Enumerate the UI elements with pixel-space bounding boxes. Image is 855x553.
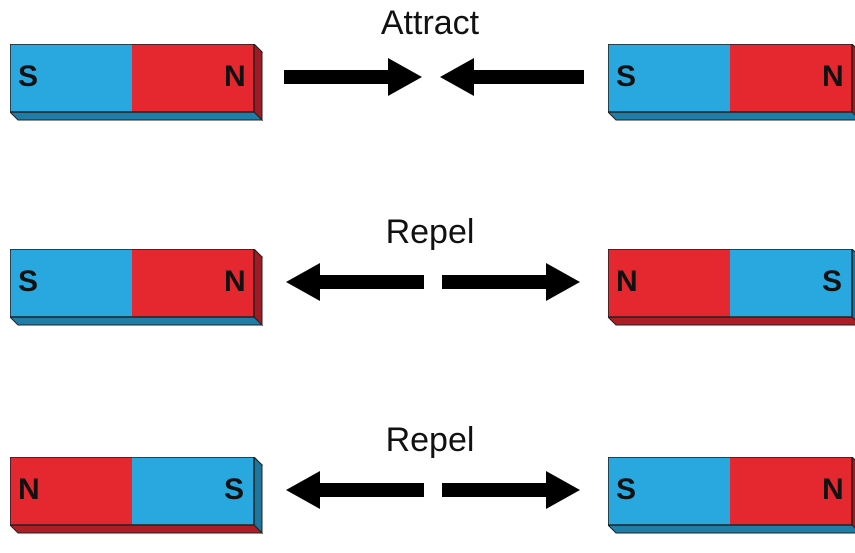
bar-magnet-left: N S [10,457,264,535]
arrow-pointing-left [286,471,424,509]
magnet-side-face [253,44,263,122]
repel-arrows [286,263,580,301]
row-label: Repel [385,421,475,459]
pole-letter-first: S [616,60,637,93]
row-label: Attract [380,4,480,42]
arrow-pointing-right [442,263,580,301]
pole-letter-first: S [18,265,39,298]
magnet-graphic [10,457,264,535]
pole-letter-second: S [822,265,843,298]
magnet-row-attract: Attract S N S N [0,0,855,140]
row-label: Repel [385,213,475,251]
arrow-pointing-right [284,58,422,96]
repel-arrows [286,471,580,509]
magnet-graphic [608,249,855,326]
pole-letter-second: N [224,60,246,93]
bar-magnet-left: S N [10,44,264,122]
magnet-graphic [608,44,855,121]
pole-letter-first: N [616,265,638,298]
arrow-pointing-left [440,58,584,96]
pole-letter-second: N [224,265,246,298]
pole-letter-second: N [822,473,844,506]
pole-letter-second: S [224,473,245,506]
magnet-row-repel: Repel N S S N [0,413,855,553]
pole-letter-second: N [822,60,844,93]
bar-magnet-right: S N [608,44,855,121]
magnet-pole-second [132,44,254,112]
magnet-graphic [10,44,264,122]
bar-magnet-left: S N [10,249,264,327]
attract-arrows [284,58,584,96]
magnet-graphic [608,457,855,534]
magnet-bottom-face [10,111,264,121]
magnet-pole-first [10,44,132,112]
bar-magnet-right: S N [608,457,855,534]
magnet-graphic [10,249,264,327]
bar-magnet-right: N S [608,249,855,326]
pole-letter-first: S [18,60,39,93]
arrow-pointing-right [442,471,580,509]
pole-letter-first: N [18,473,40,506]
pole-letter-first: S [616,473,637,506]
arrow-pointing-left [286,263,424,301]
magnet-row-repel: Repel S N N S [0,205,855,345]
